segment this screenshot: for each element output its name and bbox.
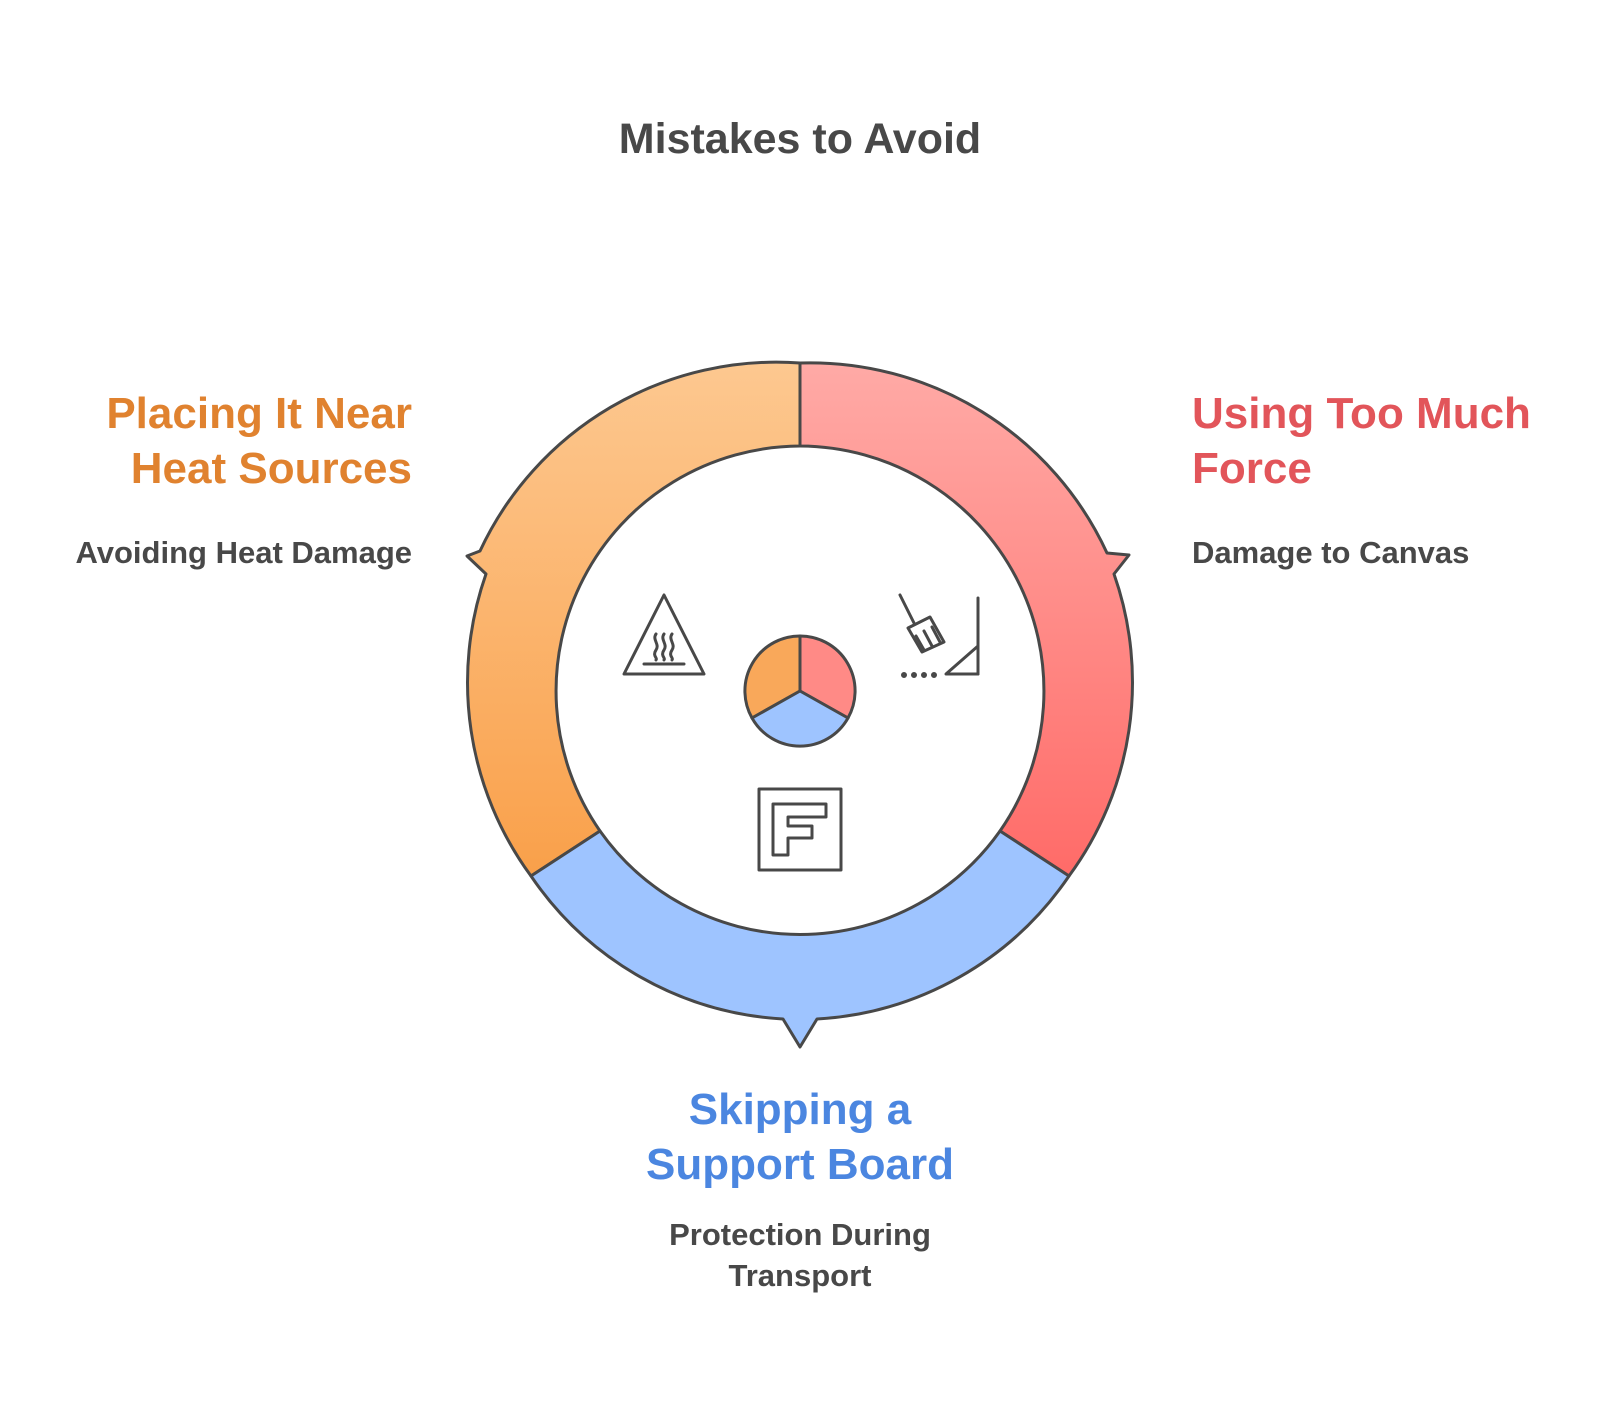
center-pie [743, 634, 857, 748]
description-board: Protection During Transport [669, 1217, 931, 1293]
ring-segment-force [798, 361, 1134, 878]
heading-board: Skipping a Support Board [646, 1085, 954, 1189]
scraping-tool-icon [898, 593, 980, 678]
center-pie-board [750, 689, 850, 748]
hot-surface-warning-icon [622, 593, 706, 676]
heading-force: Using Too Much Force [1192, 389, 1531, 493]
description-force: Damage to Canvas [1192, 535, 1470, 570]
ring-segment-board [529, 829, 1071, 1049]
ring-segment-heat-arc [465, 360, 802, 878]
description-heat: Avoiding Heat Damage [75, 535, 412, 570]
diagram-title: Mistakes to Avoid [618, 115, 982, 163]
support-board-icon [757, 787, 843, 872]
heading-heat: Placing It Near Heat Sources [106, 389, 412, 493]
